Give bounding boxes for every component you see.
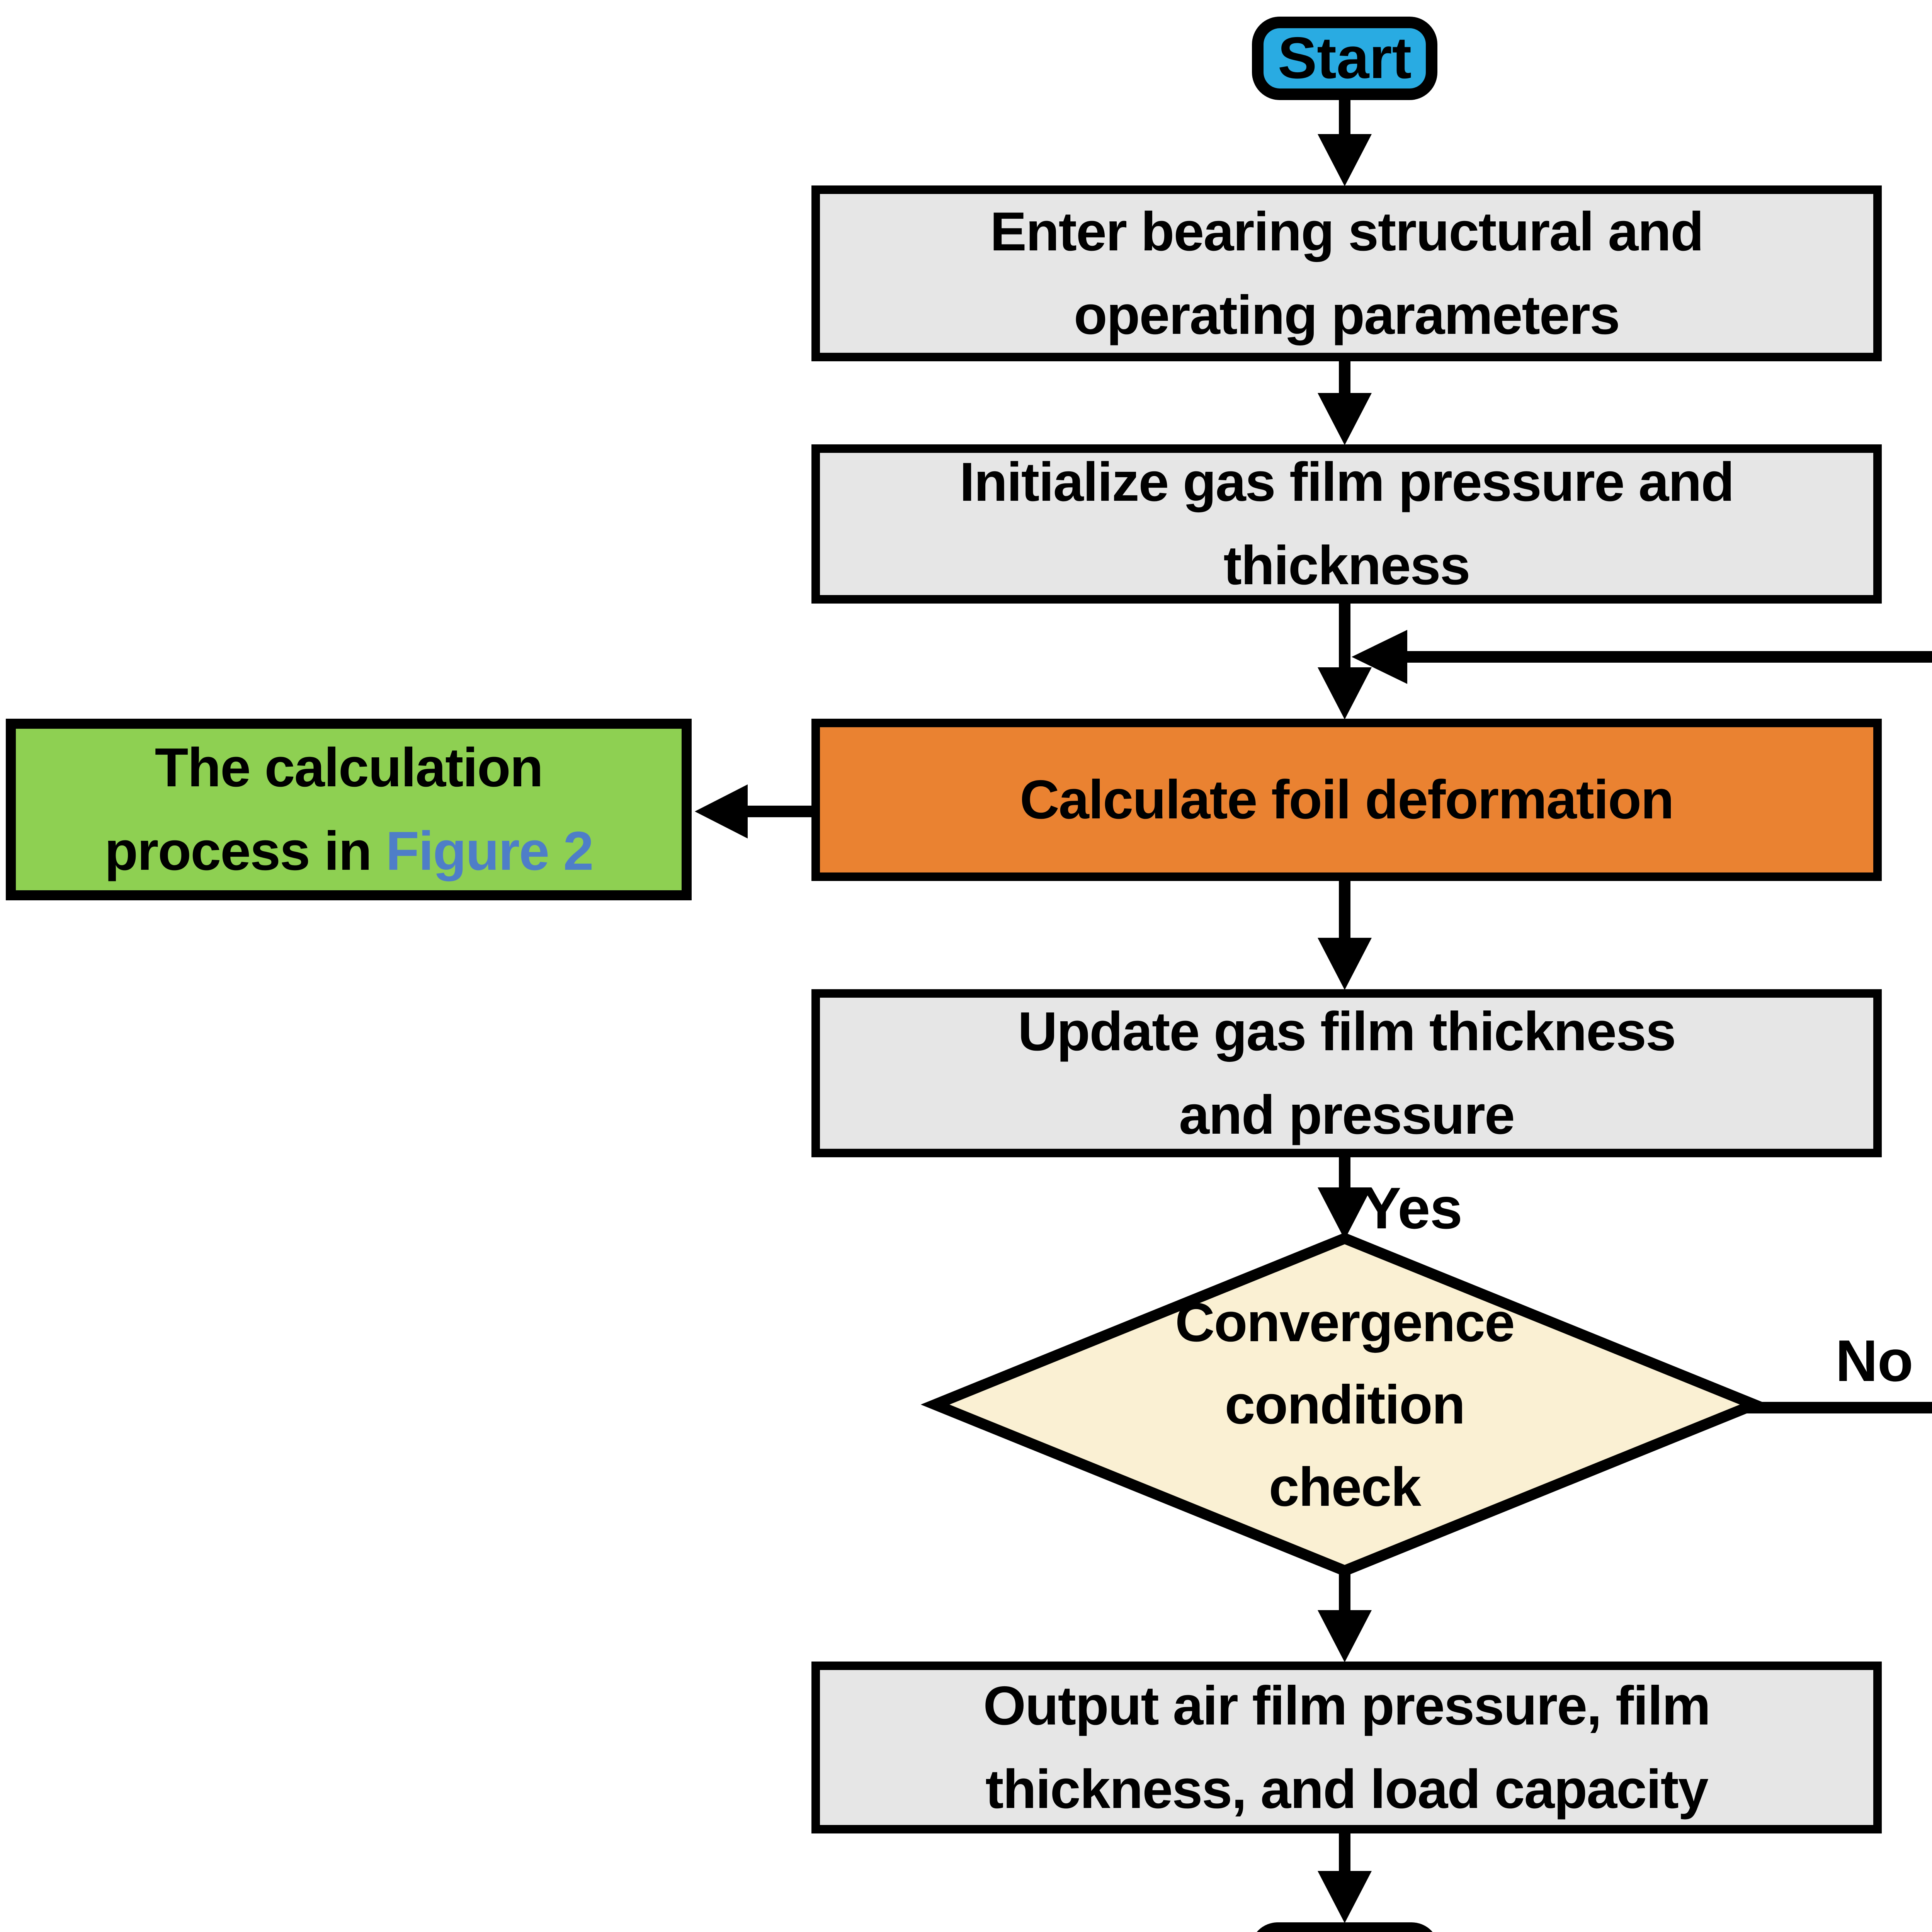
figure-2-link: Figure 2 (386, 820, 594, 882)
edge-label-yes: Yes (1362, 1175, 1463, 1241)
node-enter-parameters: Enter bearing structural and operating p… (811, 185, 1882, 361)
arrow-update-to-decision-head (1318, 1187, 1372, 1240)
node-enter-parameters-line1: Enter bearing structural and (990, 201, 1704, 262)
node-output-line2: thickness, and load capacity (985, 1758, 1709, 1820)
node-update: Update gas film thickness and pressure (811, 989, 1882, 1157)
node-calculate-label: Calculate foil deformation (1020, 769, 1674, 831)
arrow-start-to-enter-head (1318, 134, 1372, 186)
node-initialize: Initialize gas film pressure and thickne… (811, 444, 1882, 604)
node-output-line1: Output air film pressure, film (983, 1675, 1711, 1736)
node-initialize-line2: thickness (1223, 535, 1470, 596)
edge-label-no: No (1835, 1328, 1913, 1394)
arrow-initialize-to-calculate-head (1318, 667, 1372, 719)
node-decision-line1: Convergence (1175, 1291, 1515, 1353)
arrow-decision-to-output-head (1318, 1610, 1372, 1662)
arrow-calculate-to-figure-head (695, 784, 748, 838)
node-enter-parameters-line2: operating parameters (1073, 284, 1620, 346)
node-figure-reference-line2: process in Figure 2 (104, 810, 594, 893)
node-end: End (1250, 1922, 1439, 1932)
node-figure-reference: The calculation process in Figure 2 (6, 719, 692, 900)
node-output: Output air film pressure, film thickness… (811, 1662, 1882, 1833)
node-update-line2: and pressure (1179, 1084, 1515, 1146)
node-start: Start (1252, 17, 1437, 100)
node-decision-line2: condition (1225, 1374, 1466, 1435)
arrow-output-to-end-head (1318, 1871, 1372, 1923)
node-initialize-line1: Initialize gas film pressure and (959, 451, 1735, 513)
node-figure-reference-line2-prefix: process in (104, 820, 372, 882)
no-loop-arrowhead (1352, 630, 1407, 684)
node-start-label: Start (1277, 25, 1412, 91)
node-calculate-foil-deformation: Calculate foil deformation (811, 719, 1882, 881)
node-decision-label: Convergence condition check (935, 1238, 1754, 1571)
node-update-line1: Update gas film thickness (1018, 1000, 1676, 1062)
arrow-calculate-to-update-head (1318, 938, 1372, 990)
node-end-label: End (1289, 1920, 1400, 1932)
arrow-enter-to-initialize-head (1318, 393, 1372, 445)
node-figure-reference-line1: The calculation (155, 737, 544, 799)
node-decision-line3: check (1269, 1456, 1422, 1518)
